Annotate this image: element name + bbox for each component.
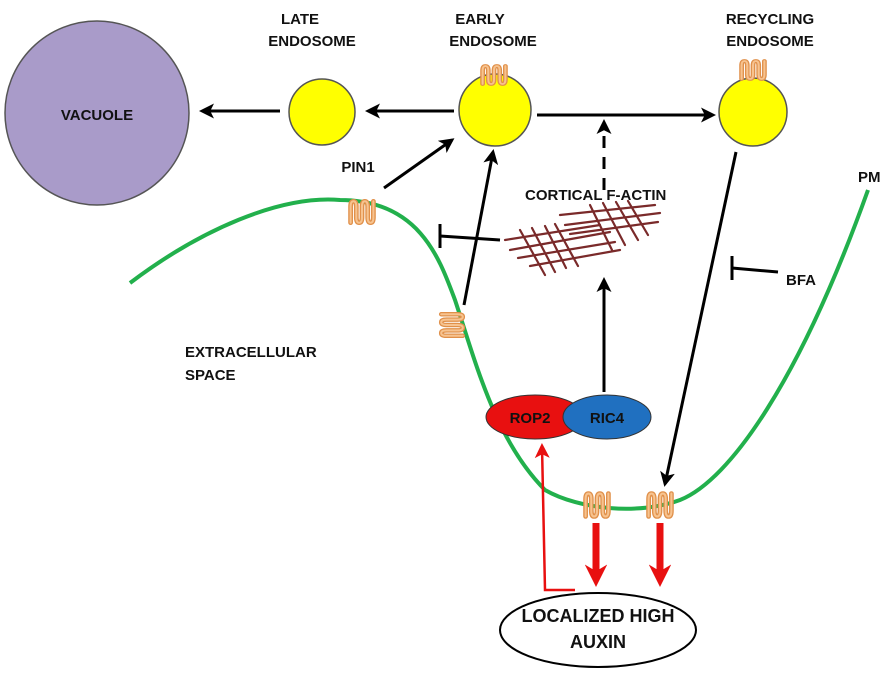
arrow-membrane-to-early-endosome: [462, 149, 499, 306]
extracellular-label-line1: EXTRACELLULAR: [185, 344, 317, 361]
bfa-inhibition-line: [731, 266, 779, 274]
auxin-label-line1: LOCALIZED HIGH: [522, 606, 675, 626]
early-endosome-label-line2: ENDOSOME: [449, 33, 537, 50]
pin-protein-recycling-endosome: [742, 61, 765, 79]
rop2-label: ROP2: [510, 410, 551, 427]
pin-protein-membrane-bottom-2: [649, 494, 672, 517]
arrow-pin1-to-early-endosome: [383, 138, 455, 190]
recycling-endosome-label-line2: ENDOSOME: [726, 33, 814, 50]
late-endosome-circle: [288, 78, 356, 146]
pin1-label: PIN1: [341, 159, 374, 176]
early-endosome-label-line1: EARLY: [455, 11, 504, 28]
late-endosome-label-line1: LATE: [281, 11, 319, 28]
recycling-endosome-circle: [718, 77, 788, 147]
pin-protein-membrane-slope: [441, 314, 463, 336]
cortical-f-actin-label: CORTICAL F-ACTIN: [525, 187, 666, 204]
recycling-endosome-label-line1: RECYCLING: [726, 11, 814, 28]
early-endosome-circle: [458, 73, 532, 147]
arrow-recycling-to-pm: [660, 151, 738, 487]
pm-label: PM: [858, 169, 881, 186]
auxin-to-rop2-arrow: [534, 443, 575, 592]
auxin-label-line2: AUXIN: [570, 632, 626, 652]
vacuole-circle: [4, 20, 190, 206]
inhibition-actin-bar-line: [439, 234, 501, 242]
vacuole-label: VACUOLE: [61, 107, 133, 124]
late-endosome-label-line2: ENDOSOME: [268, 33, 356, 50]
pin-protein-membrane-bottom-1: [586, 494, 609, 517]
ric4-label: RIC4: [590, 410, 625, 427]
extracellular-label-line2: SPACE: [185, 367, 236, 384]
auxin-ellipse: [499, 592, 697, 668]
bfa-label: BFA: [786, 272, 816, 289]
ric4-ellipse: [562, 394, 652, 440]
cortical-f-actin-network: [503, 199, 662, 277]
